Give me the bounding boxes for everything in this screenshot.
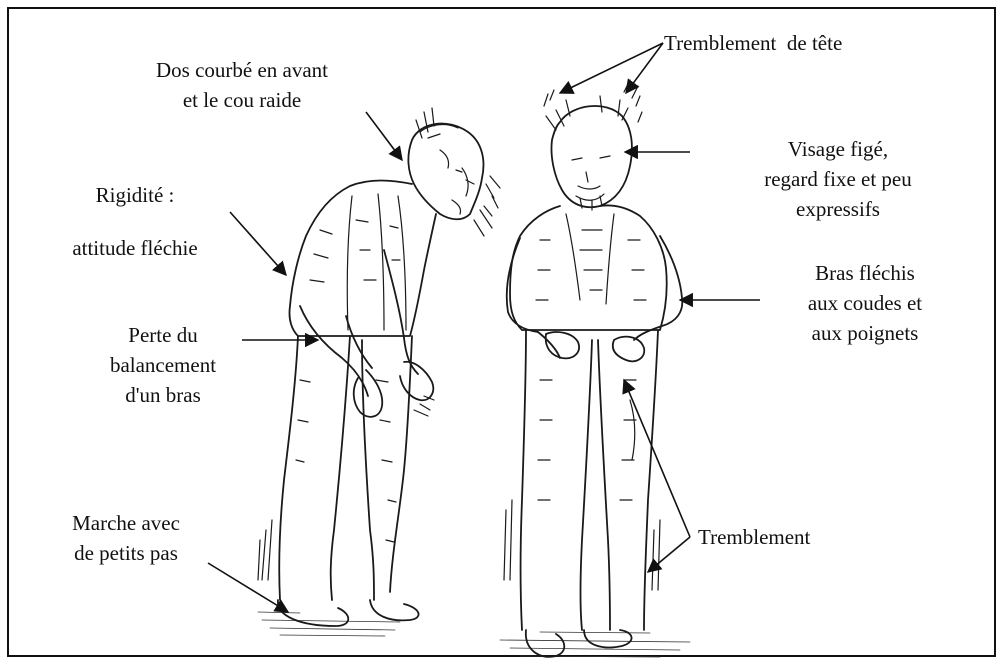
label-marche: Marche avec de petits pas: [36, 508, 216, 568]
label-rigidite-line2: attitude fléchie: [72, 236, 198, 260]
label-perte: Perte du balancement d'un bras: [88, 320, 238, 410]
left-hand-back: [352, 369, 384, 418]
right-hands: [544, 331, 646, 363]
arrow-marche: [207, 562, 290, 613]
label-dos-line2: et le cou raide: [182, 88, 302, 112]
right-legs: [519, 329, 659, 631]
label-tremblement: Tremblement: [698, 525, 811, 549]
label-perte-line2: balancement: [109, 353, 217, 377]
label-rigidite-line1: Rigidité :: [95, 183, 175, 207]
label-dos: Dos courbé en avant et le cou raide: [112, 55, 372, 115]
arrow-dos: [365, 111, 403, 162]
label-perte-line1: Perte du: [128, 323, 198, 347]
label-rigidite: Rigidité : attitude fléchie: [40, 180, 230, 263]
label-bras-line2: aux coudes et: [807, 291, 923, 315]
left-arm-front: [383, 249, 419, 375]
label-visage-line3: expressifs: [796, 197, 880, 221]
arrow-tete-1: [558, 42, 664, 94]
label-visage-line1: Visage figé,: [787, 137, 889, 161]
arrow-rigidite: [229, 211, 287, 277]
left-head: [407, 122, 485, 221]
left-torso: [288, 179, 437, 337]
label-marche-line2: de petits pas: [74, 541, 178, 565]
ground-left: [257, 611, 401, 637]
right-feet: [525, 629, 633, 658]
front-man-figure: [499, 79, 691, 658]
label-perte-line3: d'un bras: [125, 383, 201, 407]
right-head: [550, 105, 633, 209]
label-dos-line1: Dos courbé en avant: [155, 58, 329, 82]
arrows: [207, 42, 760, 613]
arrow-tremblement-2: [646, 536, 691, 573]
label-bras-line1: Bras fléchis: [815, 261, 915, 285]
label-marche-line1: Marche avec: [72, 511, 180, 535]
arrow-tete-2: [625, 42, 664, 95]
label-bras-line3: aux poignets: [811, 321, 919, 345]
label-bras: Bras fléchis aux coudes et aux poignets: [760, 258, 970, 348]
arrow-tremblement-1: [622, 378, 691, 538]
right-arm-left: [505, 237, 539, 333]
label-visage: Visage figé, regard fixe et peu expressi…: [720, 134, 956, 224]
right-torso: [509, 204, 668, 331]
label-visage-line2: regard fixe et peu: [764, 167, 912, 191]
right-arm-right: [633, 235, 684, 341]
left-hand-front: [399, 360, 435, 402]
diagram-frame: [7, 7, 996, 657]
stooped-man-figure: [257, 107, 501, 637]
label-tremblement-tete: Tremblement de tête: [664, 31, 843, 55]
ground-right: [499, 631, 691, 658]
left-legs: [278, 335, 413, 601]
